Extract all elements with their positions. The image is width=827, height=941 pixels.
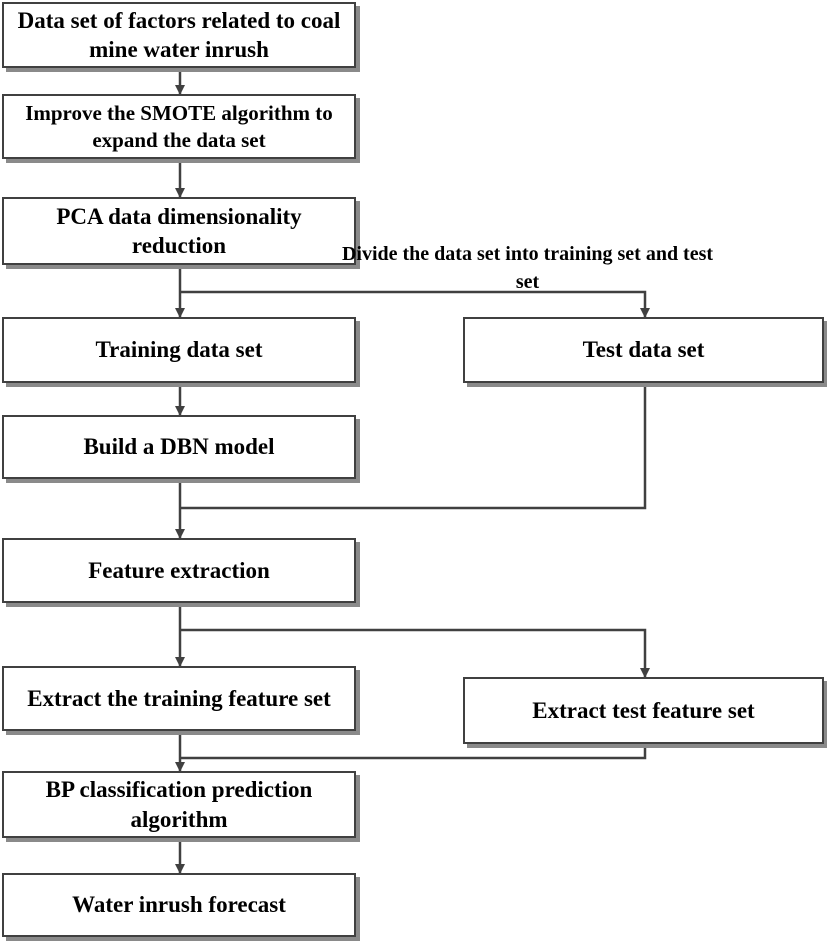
node-smote: Improve the SMOTE algorithm to expand th… [2, 94, 356, 159]
node-feature: Feature extraction [2, 538, 356, 603]
split-caption: Divide the data set into training set an… [340, 240, 715, 296]
node-feature-label: Feature extraction [88, 557, 270, 583]
node-dbn-label: Build a DBN model [83, 434, 275, 460]
arrow-split-to-test [180, 290, 650, 318]
node-forecast-label: Water inrush forecast [72, 892, 286, 918]
node-test-feat: Extract test feature set [463, 677, 824, 744]
node-pca: PCA data dimensionality reduction [2, 197, 356, 265]
node-training: Training data set [2, 317, 356, 383]
connector-test-to-feature [180, 383, 647, 510]
node-test-feat-label: Extract test feature set [532, 697, 755, 723]
node-dataset-label: Data set of factors related to coal mine… [17, 7, 341, 62]
node-bp: BP classification prediction algorithm [2, 771, 356, 838]
node-dataset: Data set of factors related to coal mine… [2, 2, 356, 68]
node-bp-label: BP classification prediction algorithm [45, 777, 313, 832]
node-train-feat-label: Extract the training feature set [27, 685, 331, 711]
node-training-label: Training data set [95, 337, 263, 363]
split-caption-text: Divide the data set into training set an… [341, 243, 714, 293]
node-test: Test data set [463, 317, 824, 383]
node-test-label: Test data set [582, 337, 705, 363]
node-forecast: Water inrush forecast [2, 873, 356, 937]
node-smote-label: Improve the SMOTE algorithm to expand th… [25, 100, 333, 152]
arrow-feature-to-test-feat [180, 628, 650, 678]
node-dbn: Build a DBN model [2, 415, 356, 479]
connector-test-feat-to-bp [180, 744, 647, 760]
node-pca-label: PCA data dimensionality reduction [56, 203, 302, 258]
node-train-feat: Extract the training feature set [2, 666, 356, 731]
